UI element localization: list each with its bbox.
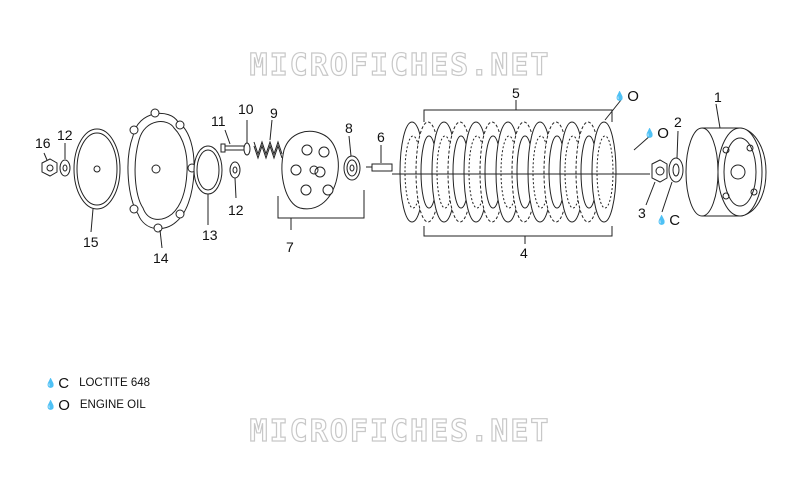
part-12-washer-right	[229, 161, 241, 199]
watermark-top: MICROFICHES.NET	[249, 47, 551, 83]
bracket-5	[423, 109, 613, 122]
part-6-pushrod	[366, 145, 393, 172]
part-15-gasket	[73, 128, 121, 233]
callout-5: 5	[512, 85, 520, 101]
oil-drop-icon: 💧	[45, 377, 57, 388]
callout-1: 1	[714, 89, 722, 105]
annotation-oil-mid: 💧 O	[644, 125, 669, 142]
annotation-loctite: 💧 C	[656, 212, 681, 229]
part-16-nut	[41, 152, 58, 177]
callout-8: 8	[345, 120, 353, 136]
callout-13: 13	[202, 227, 218, 243]
callout-11: 11	[211, 113, 226, 129]
callout-7: 7	[286, 239, 294, 255]
callout-6: 6	[377, 129, 385, 145]
legend-row-loctite: 💧 C LOCTITE 648	[45, 374, 151, 392]
callout-15: 15	[83, 234, 99, 250]
oil-drop-icon: 💧	[656, 215, 668, 225]
bracket-4	[423, 226, 613, 237]
oil-drop-icon: 💧	[45, 399, 57, 410]
callout-9: 9	[270, 105, 278, 121]
callout-10: 10	[238, 101, 254, 117]
callout-12-right: 12	[228, 202, 244, 218]
plate-inner-ring	[596, 135, 614, 209]
part-13-cap	[193, 145, 223, 225]
callout-16: 16	[35, 135, 51, 151]
callout-2: 2	[674, 114, 682, 130]
part-12-washer-left	[59, 143, 71, 177]
steel-plate	[591, 121, 617, 223]
annotation-oil-top: 💧 O	[614, 88, 639, 105]
oil-drop-icon: 💧	[644, 128, 656, 138]
oil-drop-icon: 💧	[614, 91, 626, 101]
part-4-5-clutch-plates	[399, 121, 617, 223]
part-14-clutch-cover	[127, 108, 197, 249]
part-3-nut	[645, 159, 668, 206]
legend-row-engine-oil: 💧 O ENGINE OIL	[45, 396, 146, 414]
part-11-bolt	[220, 129, 245, 153]
part-7-pressure-plate	[277, 130, 365, 230]
watermark-bottom: MICROFICHES.NET	[249, 413, 551, 449]
callout-4: 4	[520, 245, 528, 261]
part-8-bearing	[343, 135, 361, 181]
part-1-clutch-basket	[685, 103, 767, 217]
part-9-springs	[253, 119, 283, 160]
part-2-washer	[661, 130, 684, 213]
callout-3: 3	[638, 205, 646, 221]
callout-14: 14	[153, 250, 169, 266]
callout-12-left: 12	[57, 127, 73, 143]
part-10-washer	[243, 120, 251, 156]
